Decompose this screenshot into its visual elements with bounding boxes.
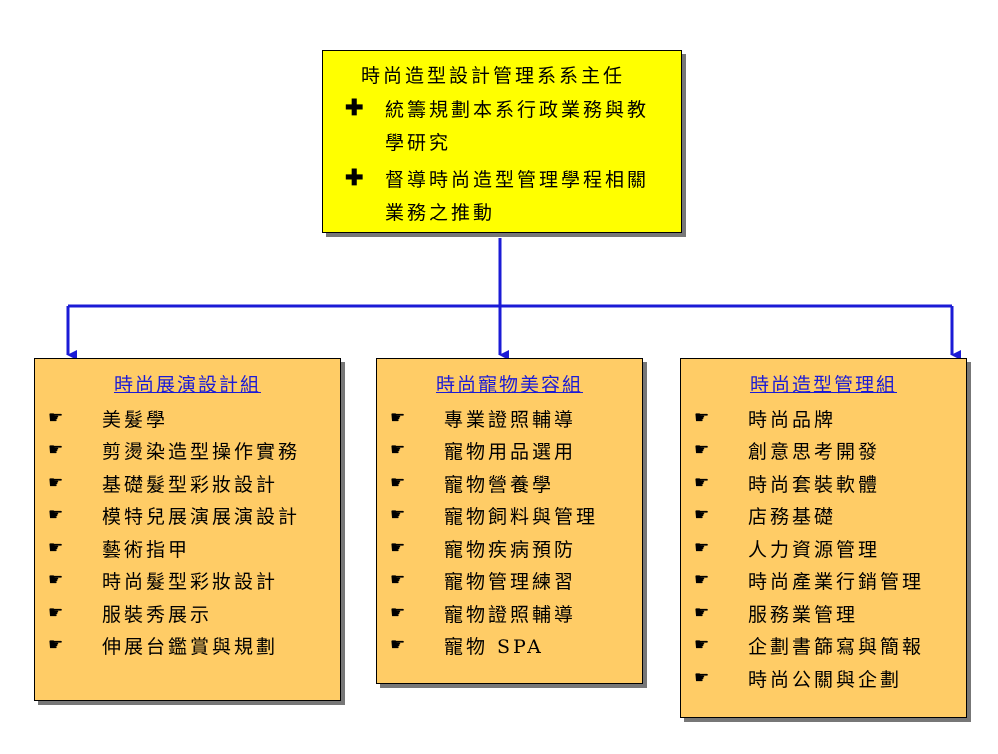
list-item: ☛寵物飼料與管理: [390, 505, 599, 529]
chair-box: 時尚造型設計管理系系主任 ✚ 統籌規劃本系行政業務與教學研究 ✚ 督導時尚造型管…: [322, 50, 682, 233]
pointing-hand-icon: ☛: [48, 505, 64, 526]
list-item: ☛專業證照輔導: [390, 407, 577, 431]
chair-title: 時尚造型設計管理系系主任: [361, 65, 626, 87]
list-item: ☛寵物證照輔導: [390, 602, 577, 626]
pointing-hand-icon: ☛: [48, 407, 64, 428]
list-item: ☛創意思考開發: [694, 440, 881, 464]
pointing-hand-icon: ☛: [390, 602, 406, 623]
list-item: ☛寵物營養學: [390, 472, 555, 496]
pointing-hand-icon: ☛: [390, 472, 406, 493]
pointing-hand-icon: ☛: [694, 472, 710, 493]
group-box-performance-design: 時尚展演設計組 ☛美髮學 ☛剪燙染造型操作實務 ☛基礎髮型彩妝設計 ☛模特兒展演…: [34, 358, 341, 701]
list-item: ☛美髮學: [48, 407, 169, 431]
group-title: 時尚造型管理組: [749, 374, 897, 396]
duty-text: 統籌規劃本系行政業務與教學研究: [385, 99, 650, 154]
pointing-hand-icon: ☛: [694, 505, 710, 526]
pointing-hand-icon: ☛: [694, 570, 710, 591]
pointing-hand-icon: ☛: [48, 472, 64, 493]
list-item: ☛時尚髮型彩妝設計: [48, 570, 279, 594]
pointing-hand-icon: ☛: [390, 407, 406, 428]
plus-bullet-icon: ✚: [345, 165, 364, 191]
list-item: ☛寵物管理練習: [390, 570, 577, 594]
pointing-hand-icon: ☛: [390, 537, 406, 558]
group-title: 時尚展演設計組: [113, 374, 261, 396]
list-item: ☛寵物 SPA: [390, 635, 544, 659]
list-item: ☛服裝秀展示: [48, 602, 213, 626]
plus-bullet-icon: ✚: [345, 95, 364, 121]
pointing-hand-icon: ☛: [694, 667, 710, 688]
duty-item: ✚ 督導時尚造型管理學程相關業務之推動: [343, 164, 667, 230]
group-box-styling-management: 時尚造型管理組 ☛時尚品牌 ☛創意思考開發 ☛時尚套裝軟體 ☛店務基礎 ☛人力資…: [680, 358, 967, 718]
list-item: ☛企劃書篩寫與簡報: [694, 635, 925, 659]
pointing-hand-icon: ☛: [390, 635, 406, 656]
pointing-hand-icon: ☛: [694, 602, 710, 623]
pointing-hand-icon: ☛: [48, 537, 64, 558]
group-title: 時尚寵物美容組: [435, 374, 583, 396]
pointing-hand-icon: ☛: [694, 635, 710, 656]
list-item: ☛寵物疾病預防: [390, 537, 577, 561]
list-item: ☛時尚品牌: [694, 407, 837, 431]
pointing-hand-icon: ☛: [48, 440, 64, 461]
pointing-hand-icon: ☛: [694, 537, 710, 558]
duty-text: 督導時尚造型管理學程相關業務之推動: [385, 169, 650, 224]
list-item: ☛店務基礎: [694, 505, 837, 529]
list-item: ☛模特兒展演展演設計: [48, 505, 301, 529]
pointing-hand-icon: ☛: [694, 407, 710, 428]
list-item: ☛剪燙染造型操作實務: [48, 440, 301, 464]
list-item: ☛服務業管理: [694, 602, 859, 626]
list-item: ☛寵物用品選用: [390, 440, 577, 464]
list-item: ☛時尚產業行銷管理: [694, 570, 925, 594]
list-item: ☛藝術指甲: [48, 537, 191, 561]
pointing-hand-icon: ☛: [48, 635, 64, 656]
pointing-hand-icon: ☛: [48, 570, 64, 591]
list-item: ☛基礎髮型彩妝設計: [48, 472, 279, 496]
pointing-hand-icon: ☛: [694, 440, 710, 461]
list-item: ☛時尚套裝軟體: [694, 472, 881, 496]
group-box-pet-grooming: 時尚寵物美容組 ☛專業證照輔導 ☛寵物用品選用 ☛寵物營養學 ☛寵物飼料與管理 …: [376, 358, 643, 684]
duty-item: ✚ 統籌規劃本系行政業務與教學研究: [343, 94, 667, 160]
pointing-hand-icon: ☛: [390, 440, 406, 461]
pointing-hand-icon: ☛: [390, 505, 406, 526]
pointing-hand-icon: ☛: [48, 602, 64, 623]
list-item: ☛人力資源管理: [694, 537, 881, 561]
list-item: ☛時尚公關與企劃: [694, 667, 903, 691]
list-item: ☛伸展台鑑賞與規劃: [48, 635, 279, 659]
pointing-hand-icon: ☛: [390, 570, 406, 591]
